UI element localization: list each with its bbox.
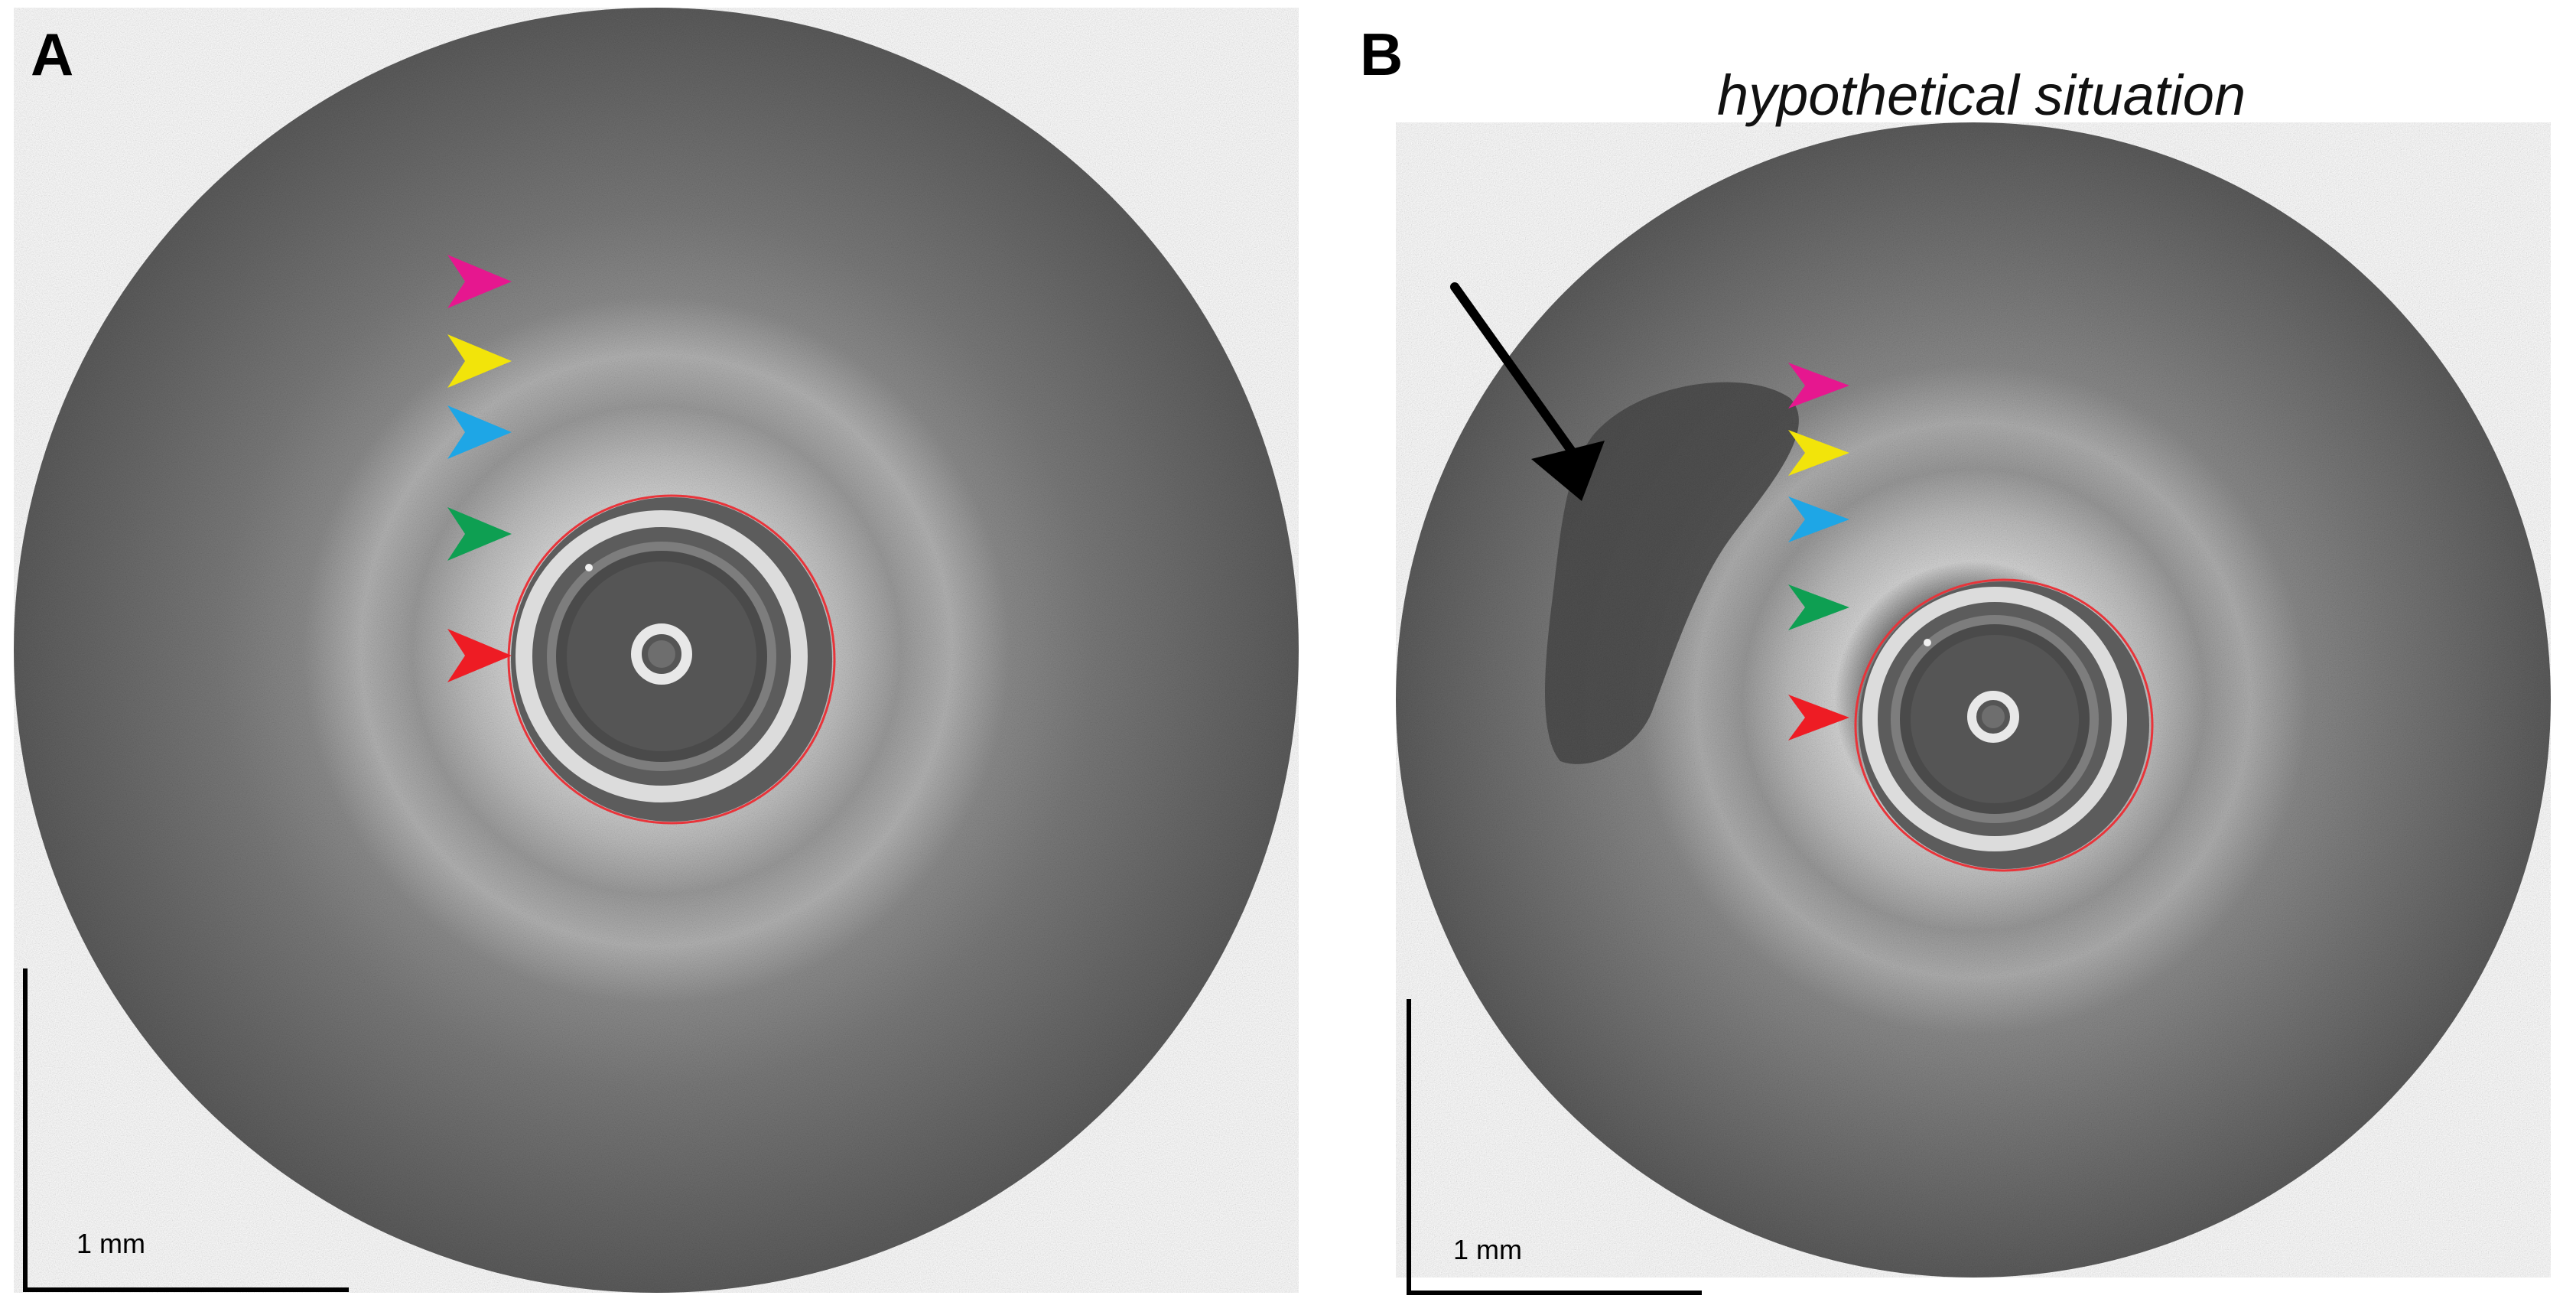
oct-image-b [1396,122,2551,1295]
scale-bar-a [23,968,349,1292]
marker-yellow-arrowhead [1788,430,1849,476]
catheter-a [511,497,832,822]
marker-green-arrowhead [447,507,512,561]
panel-label-b: B [1360,21,1403,88]
scale-bar-b [1407,999,1702,1295]
marker-magenta-arrowhead [447,255,512,308]
panel-caption-b: hypothetical situation [1717,63,2246,127]
panel-b: B hypothetical situation 1 mm [1316,0,2576,1315]
lumen-outline-a [507,494,836,825]
dark-region-b [1545,382,1799,764]
marker-green-arrowhead [1788,584,1849,630]
lumen-outline-b [1854,578,2154,872]
marker-red-arrowhead [1788,695,1849,741]
scale-bar-label-a: 1 mm [76,1228,145,1259]
markers-a [447,255,512,682]
marker-red-arrowhead [447,629,512,682]
oct-image-a [14,8,1299,1293]
marker-blue-arrowhead [447,405,512,459]
panel-a: A 1 mm [14,8,1299,1293]
panel-label-a: A [31,21,74,88]
scale-bar-label-b: 1 mm [1453,1234,1522,1265]
marker-yellow-arrowhead [447,334,512,388]
marker-blue-arrowhead [1788,496,1849,542]
catheter-b [1859,581,2149,869]
marker-magenta-arrowhead [1788,363,1849,408]
markers-b [1788,363,1849,741]
black-arrow-annotation [1450,282,1605,501]
